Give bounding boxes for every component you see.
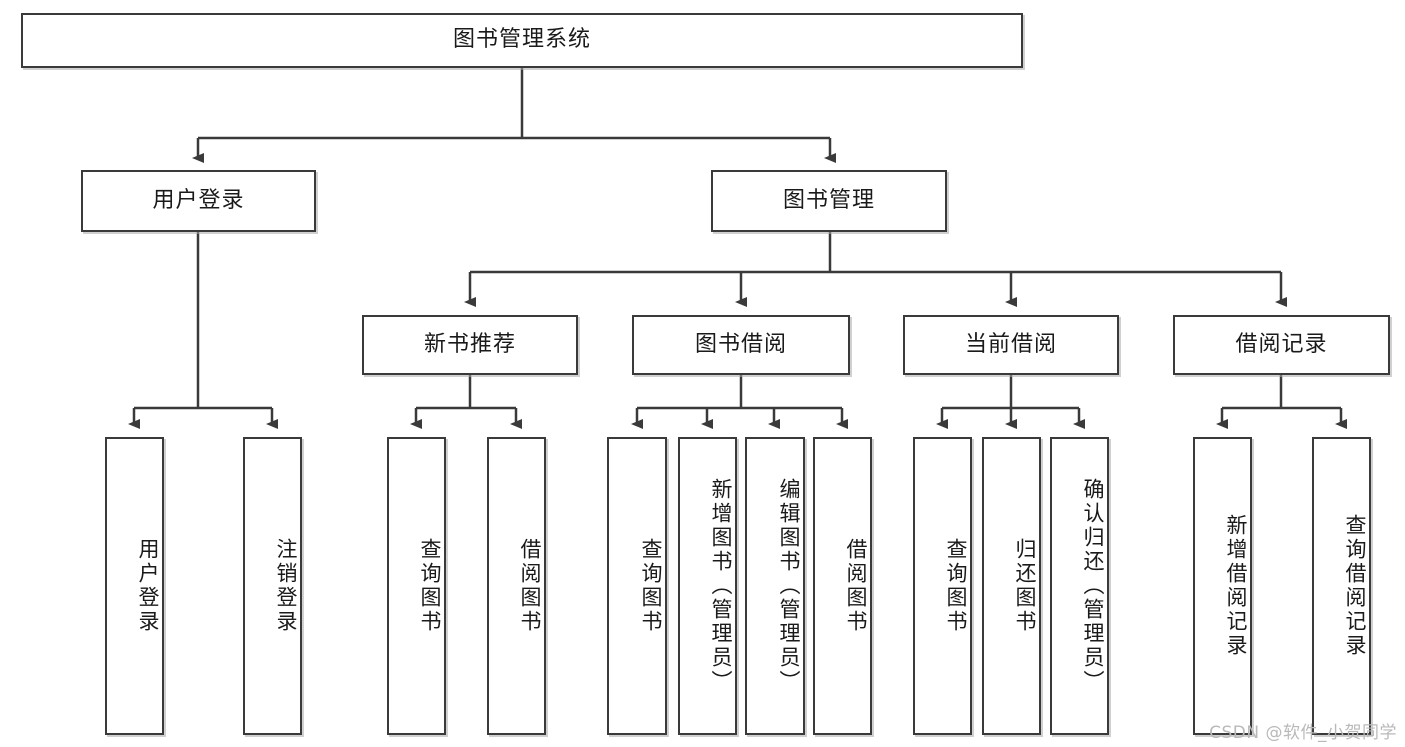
leaf-logout-login[interactable]: 注销登录: [243, 437, 302, 735]
leaf-confirm-return[interactable]: 确认归还（管理员）: [1050, 437, 1109, 735]
leaf-query-book-1[interactable]: 查询图书: [387, 437, 446, 735]
leaf-query-book-2[interactable]: 查询图书: [607, 437, 667, 735]
node-current-borrow[interactable]: 当前借阅: [903, 315, 1119, 375]
node-root[interactable]: 图书管理系统: [21, 13, 1023, 68]
leaf-add-record[interactable]: 新增借阅记录: [1193, 437, 1252, 735]
leaf-borrow-book-1[interactable]: 借阅图书: [487, 437, 546, 735]
node-user-login[interactable]: 用户登录: [81, 170, 316, 232]
node-new-book-rec[interactable]: 新书推荐: [362, 315, 578, 375]
node-borrow-record[interactable]: 借阅记录: [1173, 315, 1390, 375]
node-book-manage[interactable]: 图书管理: [711, 170, 947, 232]
leaf-user-login[interactable]: 用户登录: [105, 437, 164, 735]
leaf-query-record[interactable]: 查询借阅记录: [1312, 437, 1371, 735]
leaf-return-book[interactable]: 归还图书: [982, 437, 1041, 735]
leaf-edit-book[interactable]: 编辑图书（管理员）: [745, 437, 805, 735]
leaf-borrow-book-2[interactable]: 借阅图书: [813, 437, 872, 735]
leaf-add-book[interactable]: 新增图书（管理员）: [678, 437, 737, 735]
leaf-query-book-3[interactable]: 查询图书: [913, 437, 972, 735]
node-book-borrow[interactable]: 图书借阅: [632, 315, 850, 375]
